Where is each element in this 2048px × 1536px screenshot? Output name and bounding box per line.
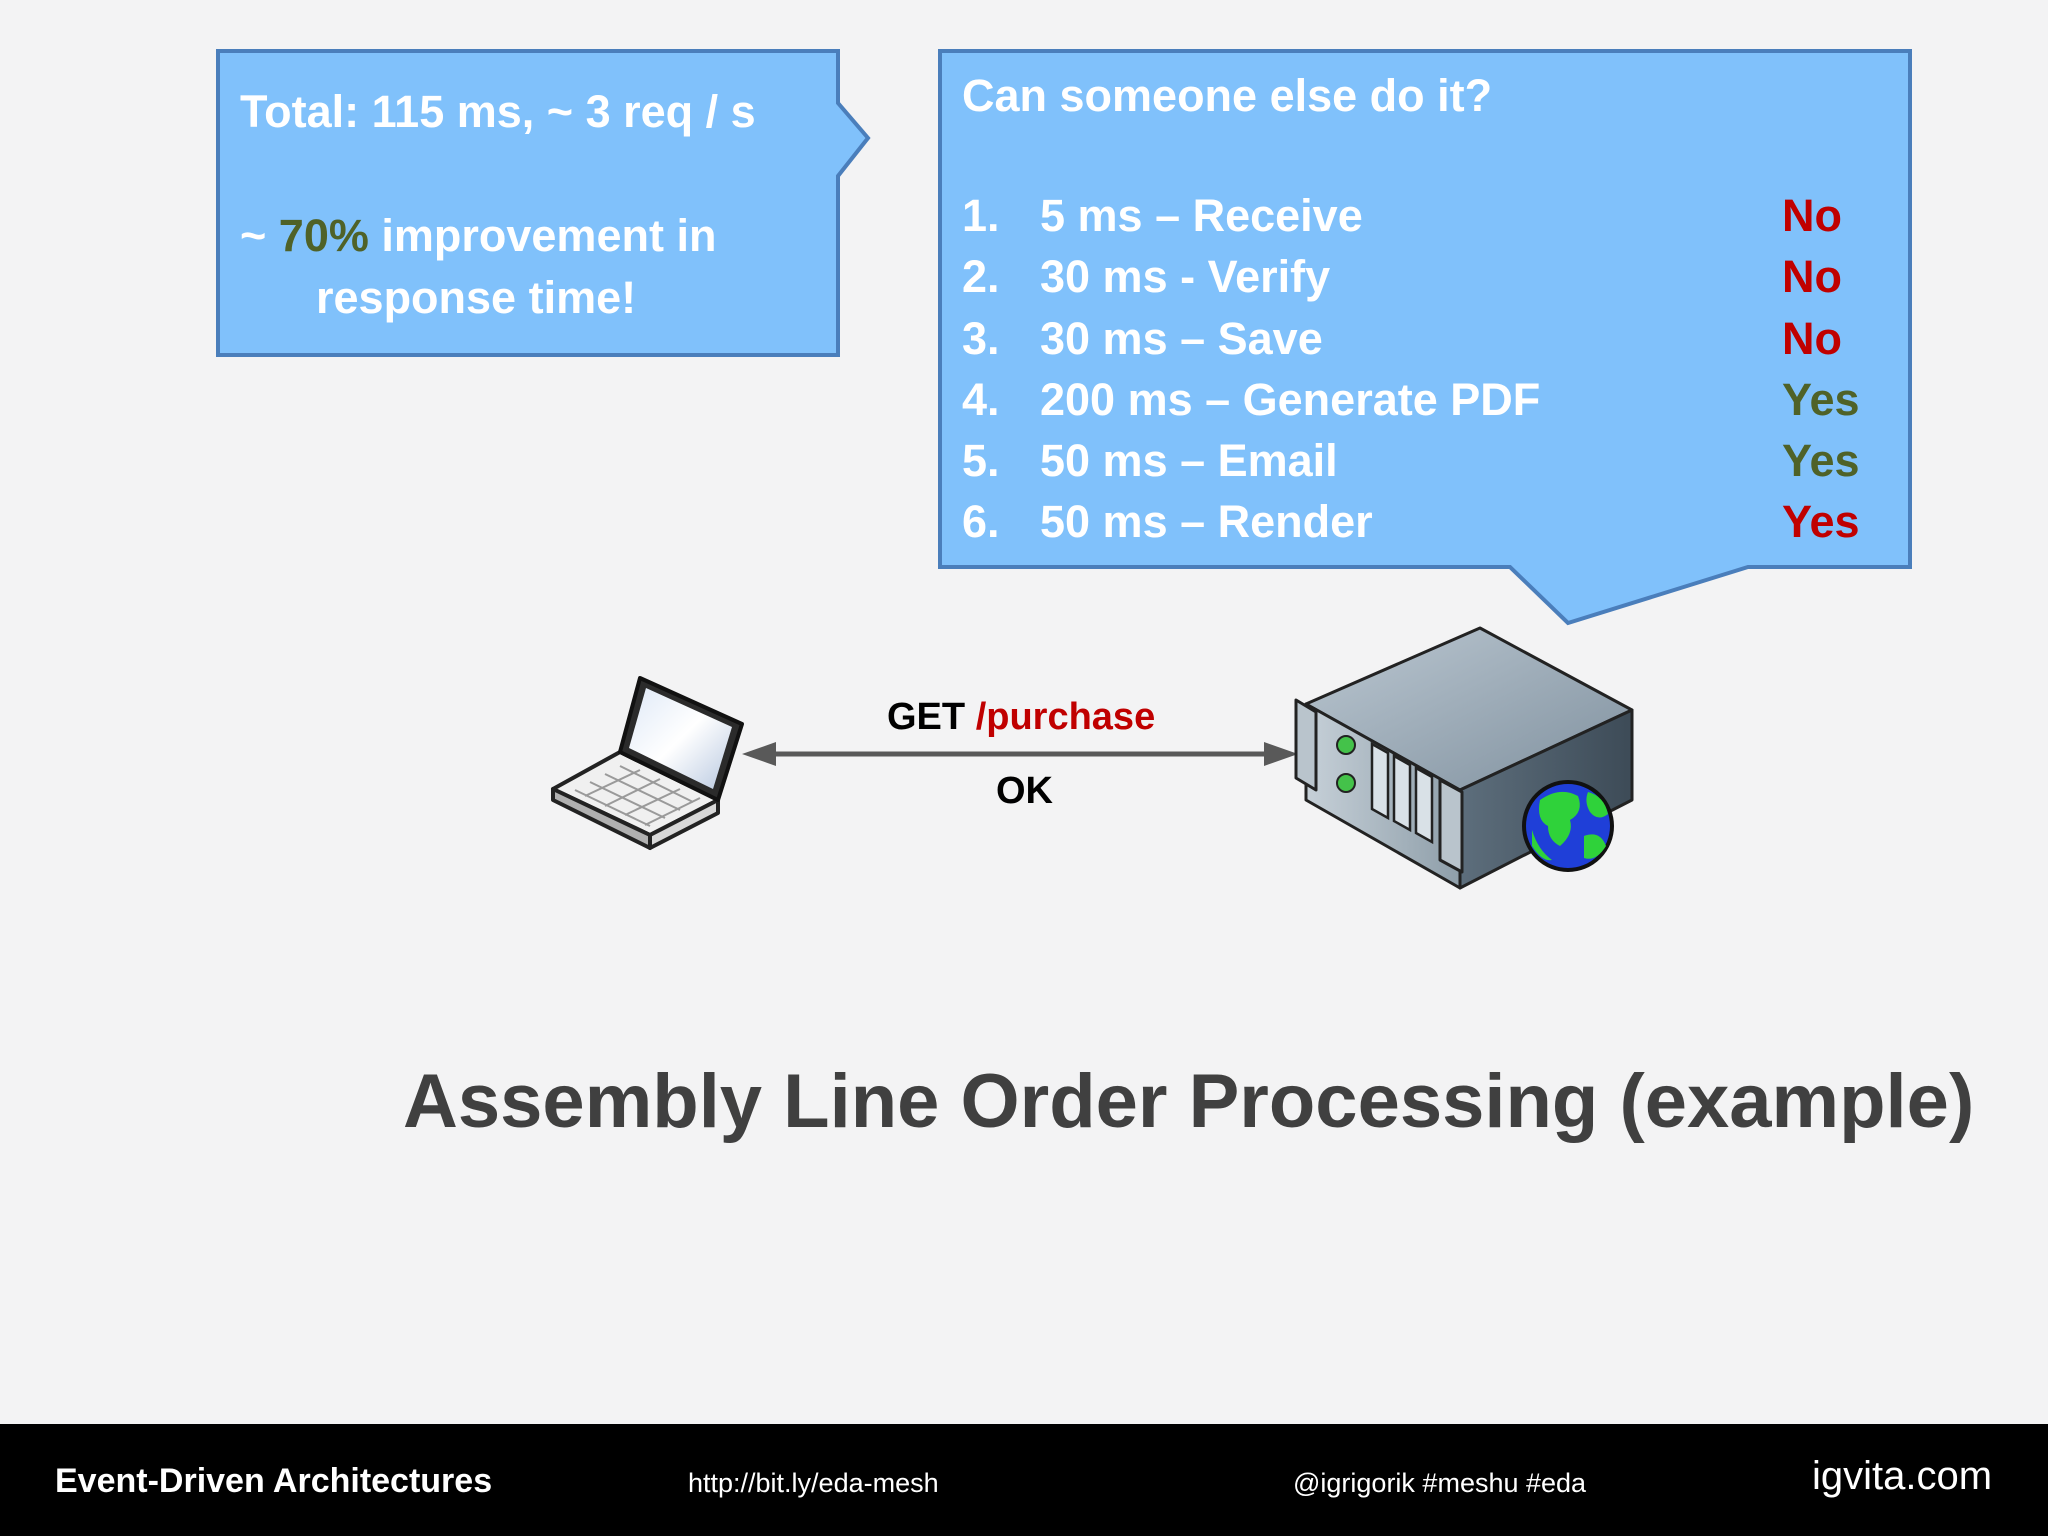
slide-title: Assembly Line Order Processing (example) [403,1059,1975,1144]
step-answer: Yes [1782,373,1860,425]
web-server-icon [1294,626,1634,890]
step-answer: Yes [1782,496,1860,548]
step-answer: No [1782,312,1842,364]
step-answer: Yes [1782,435,1860,487]
improvement-line: ~ 70% improvement in [240,210,716,262]
step-number: 5. [962,435,1000,487]
footer-handle: @igrigorik #meshu #eda [1293,1468,1587,1498]
step-number: 4. [962,373,1000,425]
response-label: OK [996,770,1053,812]
globe-icon [1522,780,1614,872]
footer-brand: igvita.com [1812,1454,1993,1498]
step-row: 5. 50 ms – Email Yes [962,435,1862,496]
step-label: 200 ms – Generate PDF [1040,373,1541,425]
step-row: 1. 5 ms – Receive No [962,190,1862,251]
improvement-line-2: response time! [316,272,637,323]
improvement-prefix: ~ [240,210,279,261]
step-answer: No [1782,190,1842,241]
request-arrow [742,742,1298,766]
step-number: 2. [962,251,1000,303]
footer-link[interactable]: http://bit.ly/eda-mesh [688,1468,939,1498]
step-row: 6. 50 ms – Render Yes [962,496,1862,557]
total-summary: Total: 115 ms, ~ 3 req / s [240,86,756,137]
step-row: 3. 30 ms – Save No [962,313,1862,374]
step-row: 4. 200 ms – Generate PDF Yes [962,374,1862,435]
step-answer: No [1782,251,1842,303]
step-label: 50 ms – Render [1040,496,1373,548]
step-label: 50 ms – Email [1040,435,1338,487]
request-method: GET [887,696,976,738]
improvement-percent: 70% [278,210,369,261]
step-number: 1. [962,190,1000,241]
request-path: /purchase [975,696,1156,738]
laptop-icon [551,676,744,850]
step-label: 30 ms – Save [1040,312,1323,364]
processing-steps-list: 1. 5 ms – Receive No 2. 30 ms - Verify N… [962,190,1862,558]
callout-question: Can someone else do it? [962,70,1493,121]
improvement-suffix: improvement in [368,210,717,261]
callout-right-shape [938,49,1912,626]
step-label: 30 ms - Verify [1040,251,1331,303]
request-label: GET /purchase [887,696,1155,739]
callout-left-shape [216,49,871,357]
step-row: 2. 30 ms - Verify No [962,251,1862,312]
step-label: 5 ms – Receive [1040,190,1363,241]
footer-title: Event-Driven Architectures [55,1462,493,1500]
step-number: 6. [962,496,1000,548]
footer-bar: Event-Driven Architectures http://bit.ly… [0,1424,2048,1536]
step-number: 3. [962,312,1000,364]
